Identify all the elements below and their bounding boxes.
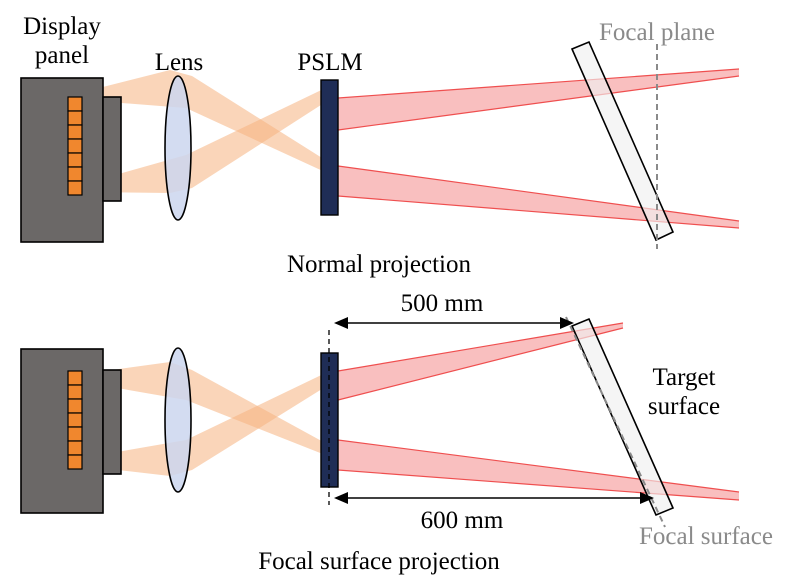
focal-surface-line bbox=[565, 316, 666, 528]
top-beam-red-b bbox=[338, 166, 739, 228]
bottom-display-panel bbox=[20, 348, 104, 514]
target-label-line2: surface bbox=[648, 393, 720, 420]
display-label-line2: panel bbox=[35, 42, 89, 69]
top-display-panel bbox=[20, 77, 104, 243]
display-label-line1: Display bbox=[23, 13, 101, 40]
target-label-line1: Target bbox=[652, 364, 715, 391]
dimension-500mm-arrow bbox=[334, 317, 574, 329]
bottom-beam-red-b bbox=[338, 440, 739, 500]
focal-surface-projection-caption: Focal surface projection bbox=[258, 548, 500, 575]
lens-label: Lens bbox=[155, 49, 204, 76]
top-ray-b1 bbox=[337, 165, 740, 222]
top-pixel-array bbox=[67, 96, 83, 196]
focal-surface-label: Focal surface bbox=[639, 523, 773, 550]
top-ray-a1 bbox=[337, 68, 740, 99]
top-pslm bbox=[320, 79, 339, 216]
bottom-ray-b2 bbox=[337, 469, 740, 501]
top-lens bbox=[164, 75, 192, 221]
top-beam-red-a bbox=[338, 69, 739, 130]
normal-projection-setup bbox=[20, 40, 740, 249]
focal-surface-projection-setup bbox=[20, 316, 740, 528]
top-ray-b2 bbox=[337, 195, 740, 229]
distance-600mm-label: 600 mm bbox=[421, 507, 504, 534]
bottom-pixel-array bbox=[67, 370, 83, 470]
pslm-label: PSLM bbox=[297, 49, 362, 76]
focal-plane-label: Focal plane bbox=[599, 19, 715, 46]
top-ray-a2 bbox=[337, 75, 740, 131]
top-beam-a bbox=[83, 70, 338, 178]
bottom-ray-b1 bbox=[337, 439, 740, 493]
top-screen bbox=[570, 40, 675, 242]
bottom-screen bbox=[570, 317, 675, 517]
bottom-beam-b bbox=[83, 367, 338, 476]
dimension-600mm-arrow bbox=[334, 492, 654, 504]
top-display-collar bbox=[102, 96, 122, 202]
bottom-beam-a bbox=[83, 362, 338, 460]
normal-projection-caption: Normal projection bbox=[287, 251, 471, 278]
distance-500mm-label: 500 mm bbox=[401, 290, 484, 317]
bottom-ray-a2 bbox=[337, 327, 624, 401]
bottom-display-collar bbox=[102, 369, 122, 475]
bottom-lens bbox=[164, 347, 192, 493]
bottom-beam-red-a bbox=[338, 323, 623, 400]
